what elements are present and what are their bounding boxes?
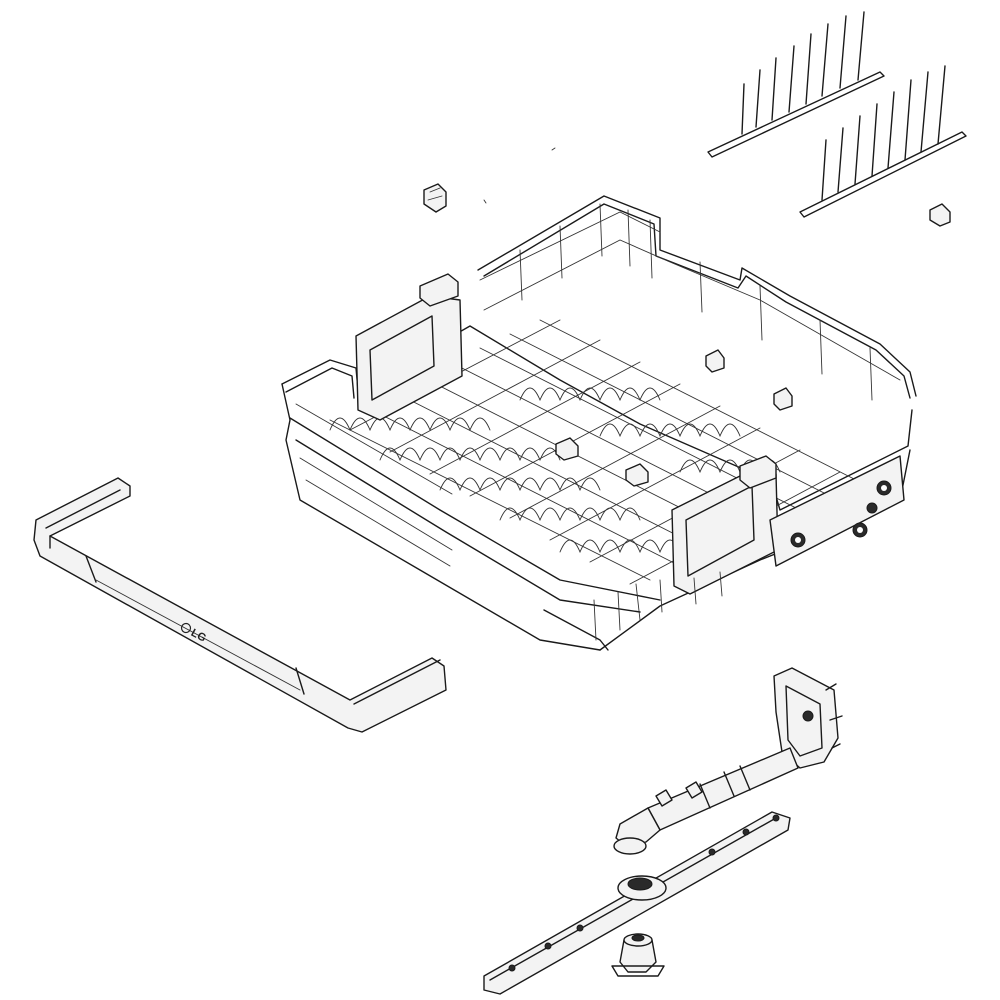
spray-arm-nut: [611, 933, 665, 977]
tine-racks: [707, 11, 967, 218]
upper-rack: [281, 195, 917, 651]
tine-rack-lower: [799, 65, 967, 218]
tine-rack-upper: [707, 11, 885, 158]
lg-logo-icon: [180, 622, 192, 634]
rack-clip-left: [423, 183, 447, 213]
spray-arm: [483, 811, 791, 995]
rack-handle: LG: [33, 477, 447, 733]
spray-arm-manifold: [613, 667, 843, 855]
rack-clip-right: [929, 203, 951, 227]
